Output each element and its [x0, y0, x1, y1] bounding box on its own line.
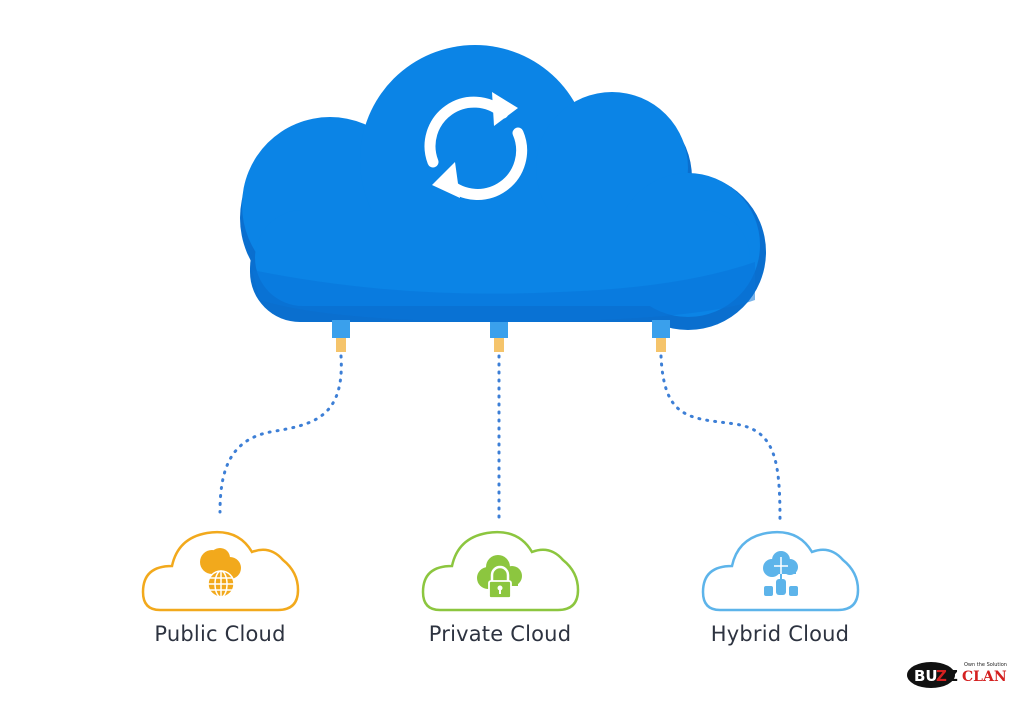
sync-arrowheads [432, 92, 518, 198]
dotted-line-hybrid [659, 354, 782, 522]
buzzclan-logo: BU Z Z CLAN Own the Solution [907, 662, 1007, 688]
label-public-cloud: Public Cloud [154, 622, 286, 646]
sync-arrows-icon [424, 96, 528, 200]
svg-text:Z: Z [947, 667, 958, 685]
label-private-cloud: Private Cloud [428, 622, 572, 646]
svg-text:BU: BU [914, 667, 938, 685]
svg-text:Own the Solution: Own the Solution [964, 662, 1007, 668]
svg-text:Z: Z [936, 667, 947, 685]
connector-right [652, 320, 670, 352]
svg-text:CLAN: CLAN [962, 669, 1007, 685]
label-hybrid-cloud: Hybrid Cloud [710, 622, 850, 646]
globe-icon [200, 548, 241, 598]
lock-icon [477, 555, 522, 599]
connector-middle [490, 322, 508, 352]
dotted-line-public [218, 354, 343, 514]
connector-left [332, 320, 350, 352]
main-cloud [240, 45, 766, 330]
database-network-icon [763, 551, 798, 596]
